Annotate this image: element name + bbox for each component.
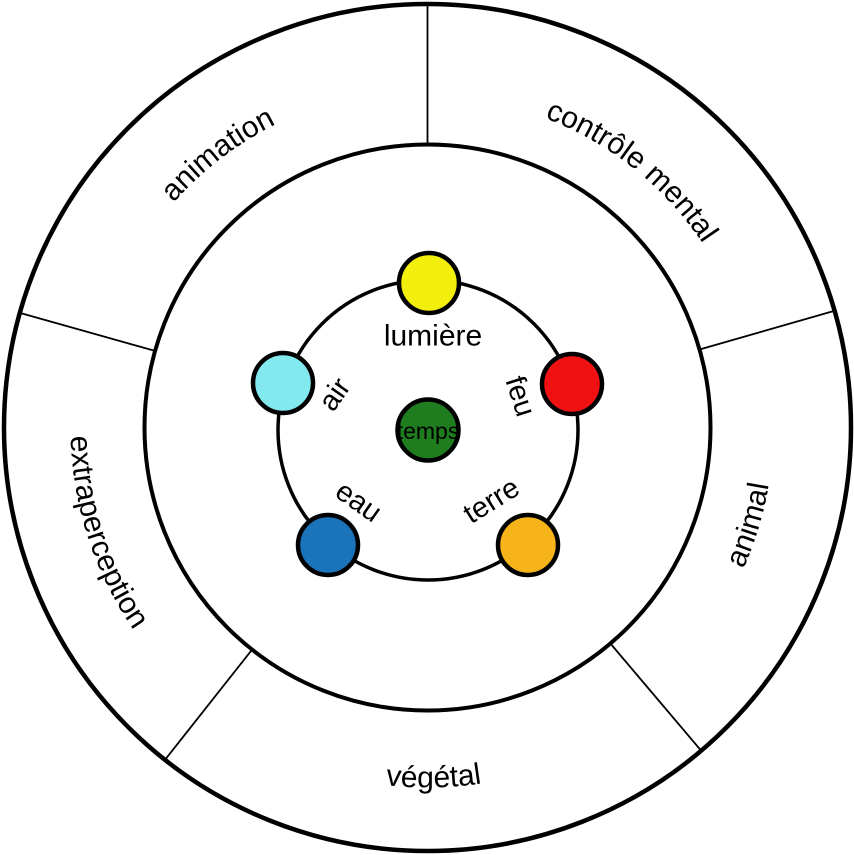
- element-circle-terre: [495, 512, 561, 578]
- element-circle-air: [250, 350, 316, 416]
- element-circle-feu: [539, 351, 605, 417]
- sector-label-vegetal: végétal: [385, 758, 483, 795]
- element-circle-eau: [295, 512, 361, 578]
- sector-divider-bottom-right: [609, 642, 703, 752]
- sector-divider-left: [19, 311, 156, 352]
- center-circle-temps: [395, 397, 461, 463]
- center-label-temps: temps: [397, 418, 460, 444]
- element-label-lumiere: lumière: [384, 320, 482, 353]
- sector-divider-right: [699, 309, 836, 351]
- element-circle-lumiere: [396, 250, 462, 316]
- sector-divider-bottom-left: [163, 649, 253, 761]
